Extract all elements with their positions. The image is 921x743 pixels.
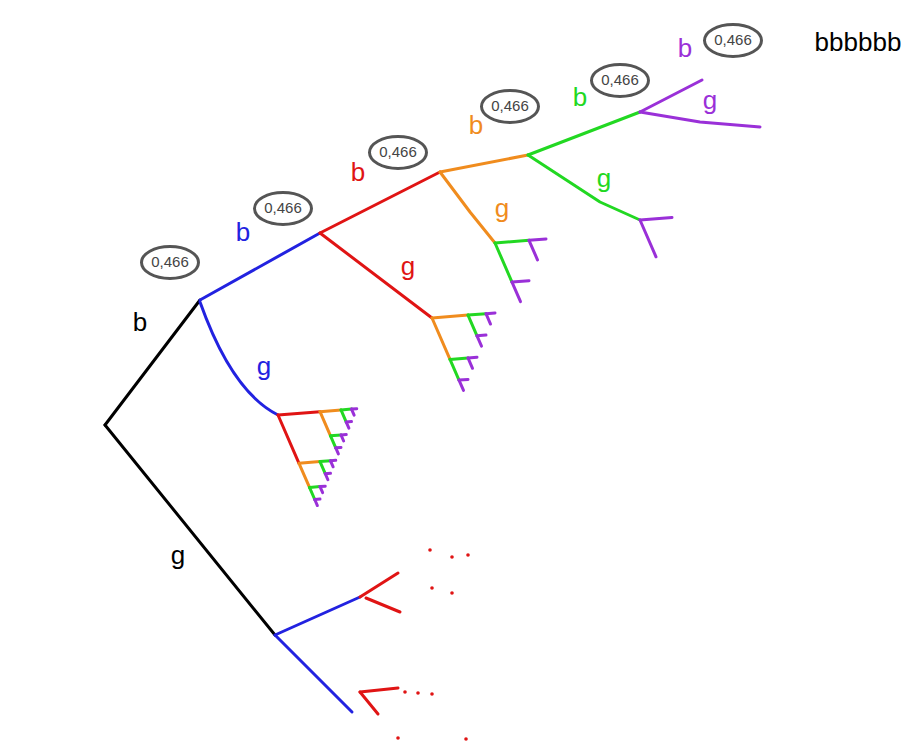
tree-branch xyxy=(640,112,760,127)
branch-label: b xyxy=(236,219,250,245)
ellipse-shape xyxy=(370,136,427,168)
tree-branch xyxy=(336,448,339,454)
branch-label: g xyxy=(401,253,415,279)
tree-branch xyxy=(640,220,656,257)
tree-branch xyxy=(450,359,459,380)
tree-branch xyxy=(528,112,640,155)
tree-branch xyxy=(299,463,310,487)
probability-ellipse: 0,466 xyxy=(368,135,428,170)
branch-label: b xyxy=(469,112,483,138)
ellipse-shape xyxy=(705,24,762,56)
branch-label: g xyxy=(257,353,271,379)
outcome-label: bbbbbb xyxy=(815,29,902,55)
tree-branch xyxy=(320,462,325,474)
probability-ellipse: 0,466 xyxy=(590,63,650,98)
continuation-dot xyxy=(430,692,434,696)
branch-label: g xyxy=(597,165,611,191)
tree-branch xyxy=(320,487,323,493)
branch-label: g xyxy=(495,195,509,221)
continuation-dot xyxy=(464,737,468,741)
branch-label: b xyxy=(351,159,365,185)
tree-branch xyxy=(640,80,702,112)
probability-value: 0,466 xyxy=(264,200,302,217)
probability-value: 0,466 xyxy=(601,72,639,89)
probability-ellipse: 0,466 xyxy=(140,245,200,280)
continuation-dot xyxy=(466,553,470,557)
tree-branch xyxy=(495,240,529,243)
probability-ellipse: 0,466 xyxy=(703,23,763,58)
tree-branch xyxy=(459,380,464,390)
continuation-dot xyxy=(403,690,407,694)
tree-branch xyxy=(640,217,672,220)
tree-branch xyxy=(341,435,344,441)
tree-branch xyxy=(495,243,512,282)
probability-value: 0,466 xyxy=(151,254,189,271)
probability-ellipse: 0,466 xyxy=(480,89,540,124)
tree-branch xyxy=(468,314,486,315)
probability-ellipse: 0,466 xyxy=(253,191,313,226)
tree-branch xyxy=(320,412,331,436)
branch-label: g xyxy=(703,87,717,113)
tree-branch xyxy=(310,487,315,499)
tree-branch xyxy=(432,318,450,359)
tree-branch xyxy=(200,302,278,415)
tree-branch xyxy=(346,422,349,428)
ellipse-shape xyxy=(255,192,312,224)
branch-label: b xyxy=(678,35,692,61)
tree-branch xyxy=(320,172,440,233)
tree-branch xyxy=(529,239,546,240)
continuation-dot xyxy=(428,548,432,552)
tree-branch xyxy=(331,461,334,467)
branch-label: b xyxy=(573,84,587,110)
tree-branch xyxy=(360,573,398,597)
tree-branch xyxy=(299,462,320,464)
tree-branch xyxy=(477,336,482,346)
continuation-dot xyxy=(450,555,454,559)
probability-value: 0,466 xyxy=(714,32,752,49)
tree-branch xyxy=(529,240,538,260)
tree-branch xyxy=(486,314,491,324)
tree-branch xyxy=(440,155,528,172)
tree-branch xyxy=(528,155,640,220)
tree-branch xyxy=(200,233,320,300)
tree-branch xyxy=(105,425,275,635)
tree-branch xyxy=(512,281,529,282)
tree-branch xyxy=(341,410,346,422)
ellipse-shape xyxy=(142,246,199,278)
tree-branch xyxy=(468,315,477,336)
continuation-dot xyxy=(450,591,454,595)
continuation-dot xyxy=(396,736,400,740)
branch-label: b xyxy=(133,309,147,335)
branch-label: g xyxy=(171,542,185,568)
tree-branch xyxy=(315,500,318,506)
tree-branch xyxy=(352,409,355,415)
tree-branch xyxy=(432,315,468,318)
ellipse-shape xyxy=(592,64,649,96)
probability-value: 0,466 xyxy=(379,144,417,161)
tree-branch xyxy=(275,597,360,635)
tree-branch xyxy=(325,474,328,480)
tree-branch xyxy=(468,358,473,368)
continuation-dot xyxy=(416,691,420,695)
tree-branch xyxy=(278,412,320,415)
tree-branch xyxy=(360,688,398,692)
tree-branch xyxy=(275,635,352,712)
tree-branch xyxy=(440,172,495,243)
ellipse-shape xyxy=(482,90,539,122)
tree-branch xyxy=(320,233,432,318)
tree-branch xyxy=(331,436,336,448)
tree-branch xyxy=(320,410,341,412)
probability-value: 0,466 xyxy=(491,98,529,115)
tree-branch xyxy=(512,282,521,302)
tree-branch xyxy=(105,300,200,425)
tree-branch xyxy=(366,598,400,612)
continuation-dot xyxy=(430,586,434,590)
tree-branch xyxy=(278,415,299,463)
tree-branch xyxy=(450,358,468,359)
tree-branch xyxy=(360,692,378,714)
